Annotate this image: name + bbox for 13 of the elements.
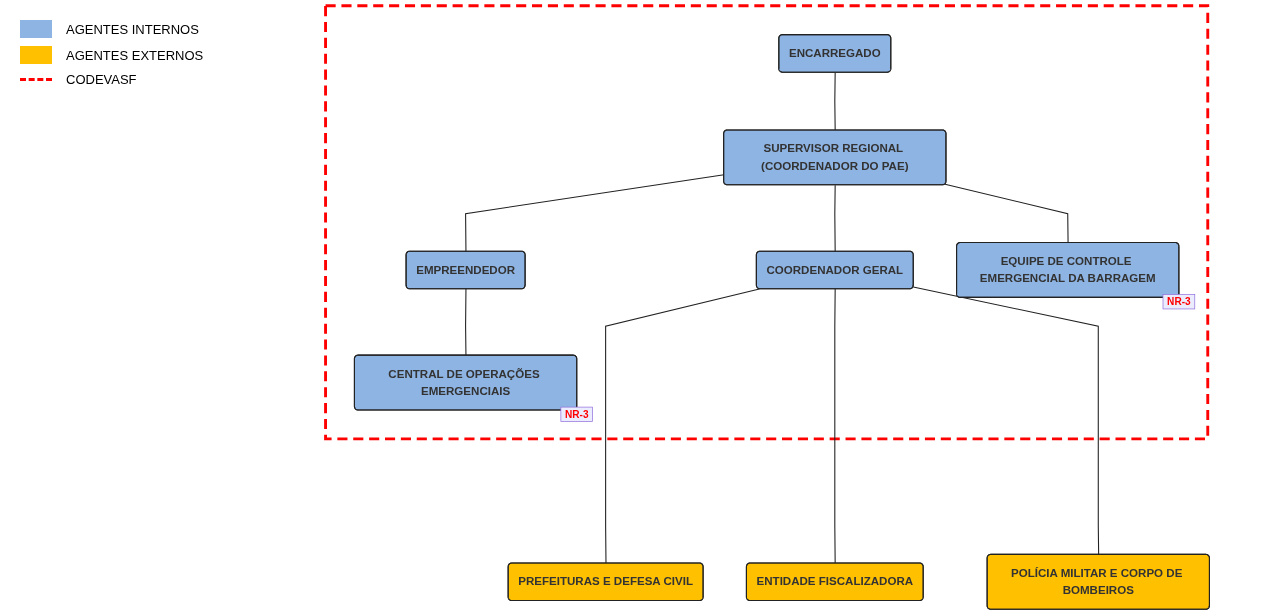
connector [834,72,836,131]
legend-text: CODEVASF [66,72,137,87]
connector [605,288,760,564]
connector [912,286,1100,556]
cluster [324,4,1210,441]
note-tag: NR-3 [1162,294,1196,310]
connector [944,183,1069,244]
connector [834,288,836,564]
legend-text: AGENTES INTERNOS [66,21,199,37]
connector [465,288,467,357]
legend-text: AGENTES EXTERNOS [66,47,204,63]
note-tag: NR-3 [560,406,593,422]
connector [834,184,836,253]
